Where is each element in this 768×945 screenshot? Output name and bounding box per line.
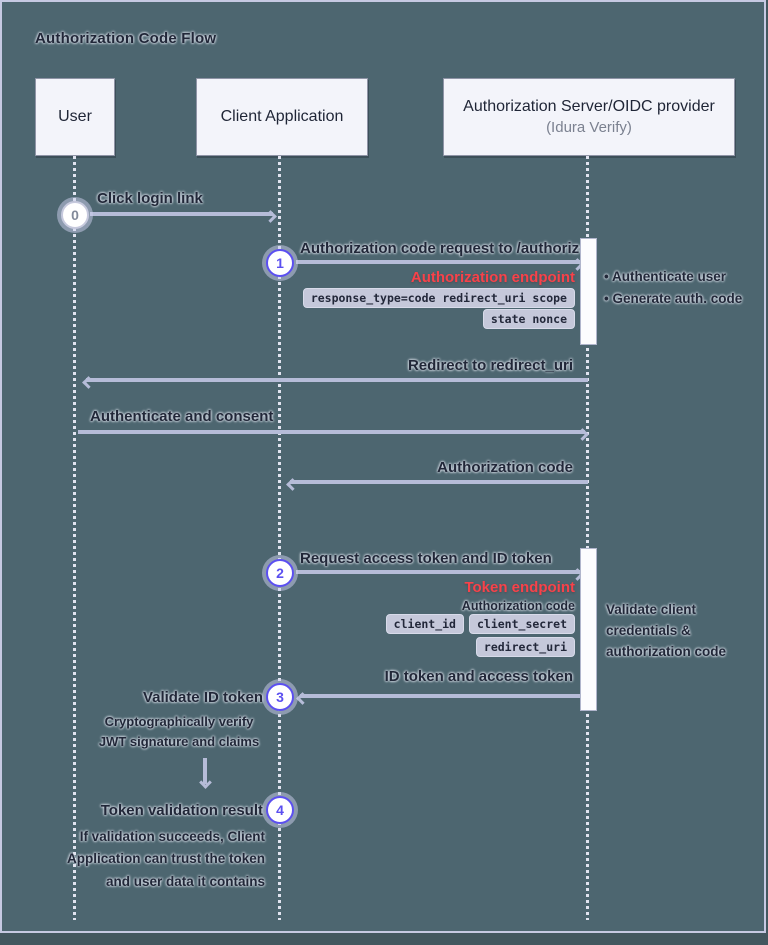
step-circle-2: 2 [266, 559, 294, 587]
lifeline-server [586, 156, 589, 920]
server-note-validate: Validate client credentials & authorizat… [606, 602, 727, 659]
param-chip-redirect-uri: redirect_uri [475, 637, 575, 657]
arrow-authenticate [78, 428, 589, 441]
lifeline-client [278, 156, 281, 920]
arrow-auth-code-request [296, 258, 584, 271]
actor-server: Authorization Server/OIDC provider (Idur… [443, 78, 735, 156]
arrow-token-request [296, 568, 584, 581]
msg-auth-code-request: Authorization code request to /authorize [300, 240, 588, 257]
actor-client-label: Client Application [220, 108, 344, 125]
param-chip: response_type=code redirect_uri scope [302, 288, 575, 308]
arrow-validation-result [199, 758, 212, 789]
msg-token-request: Request access token and ID token [300, 550, 552, 567]
note-item: Authenticate user [604, 266, 742, 288]
activation-bar-authorize [580, 238, 597, 345]
client-note-trust: If validation succeeds, Client Applicati… [66, 829, 265, 889]
params-row-4: redirect_uri [475, 637, 575, 657]
param-note-auth-code: Authorization code [461, 599, 575, 613]
actor-server-label: Authorization Server/OIDC provider [463, 98, 715, 115]
arrow-id-token [296, 692, 580, 705]
arrow-redirect [82, 376, 588, 389]
msg-validation-result: Token validation result [100, 802, 263, 819]
authorization-endpoint-label: Authorization endpoint [410, 269, 575, 286]
msg-redirect: Redirect to redirect_uri [407, 357, 573, 374]
msg-click-login: Click login link [97, 190, 203, 207]
actor-user-label: User [58, 108, 92, 125]
msg-authenticate: Authenticate and consent [90, 408, 274, 425]
server-note-authenticate: Authenticate user Generate auth. code [604, 266, 742, 309]
step-circle-3: 3 [266, 683, 294, 711]
diagram-title: Authorization Code Flow [35, 30, 217, 47]
actor-user: User [35, 78, 115, 156]
param-chip-client-id: client_id [385, 614, 464, 634]
client-action-validate: Validate ID token [142, 689, 263, 706]
param-chip-client-secret: client_secret [468, 614, 575, 634]
client-note-crypto: Cryptographically verify JWT signature a… [98, 714, 260, 750]
step-circle-1: 1 [266, 249, 294, 277]
arrow-auth-code [286, 478, 588, 491]
step-circle-0: 0 [61, 201, 89, 229]
msg-auth-code: Authorization code [437, 459, 573, 476]
params-row-3: client_id client_secret [385, 614, 575, 634]
step-circle-4: 4 [266, 796, 294, 824]
activation-bar-token [580, 548, 597, 711]
token-endpoint-label: Token endpoint [464, 579, 575, 596]
msg-id-token: ID token and access token [384, 668, 573, 685]
param-chip: state nonce [482, 309, 575, 329]
params-row-2: state nonce [482, 309, 575, 329]
lifeline-user [73, 156, 76, 920]
actor-client: Client Application [196, 78, 368, 156]
params-row-1: response_type=code redirect_uri scope [302, 288, 575, 308]
note-item: Generate auth. code [604, 288, 742, 310]
arrow-click-login [90, 210, 277, 223]
actor-server-subtitle: (Idura Verify) [546, 119, 632, 136]
